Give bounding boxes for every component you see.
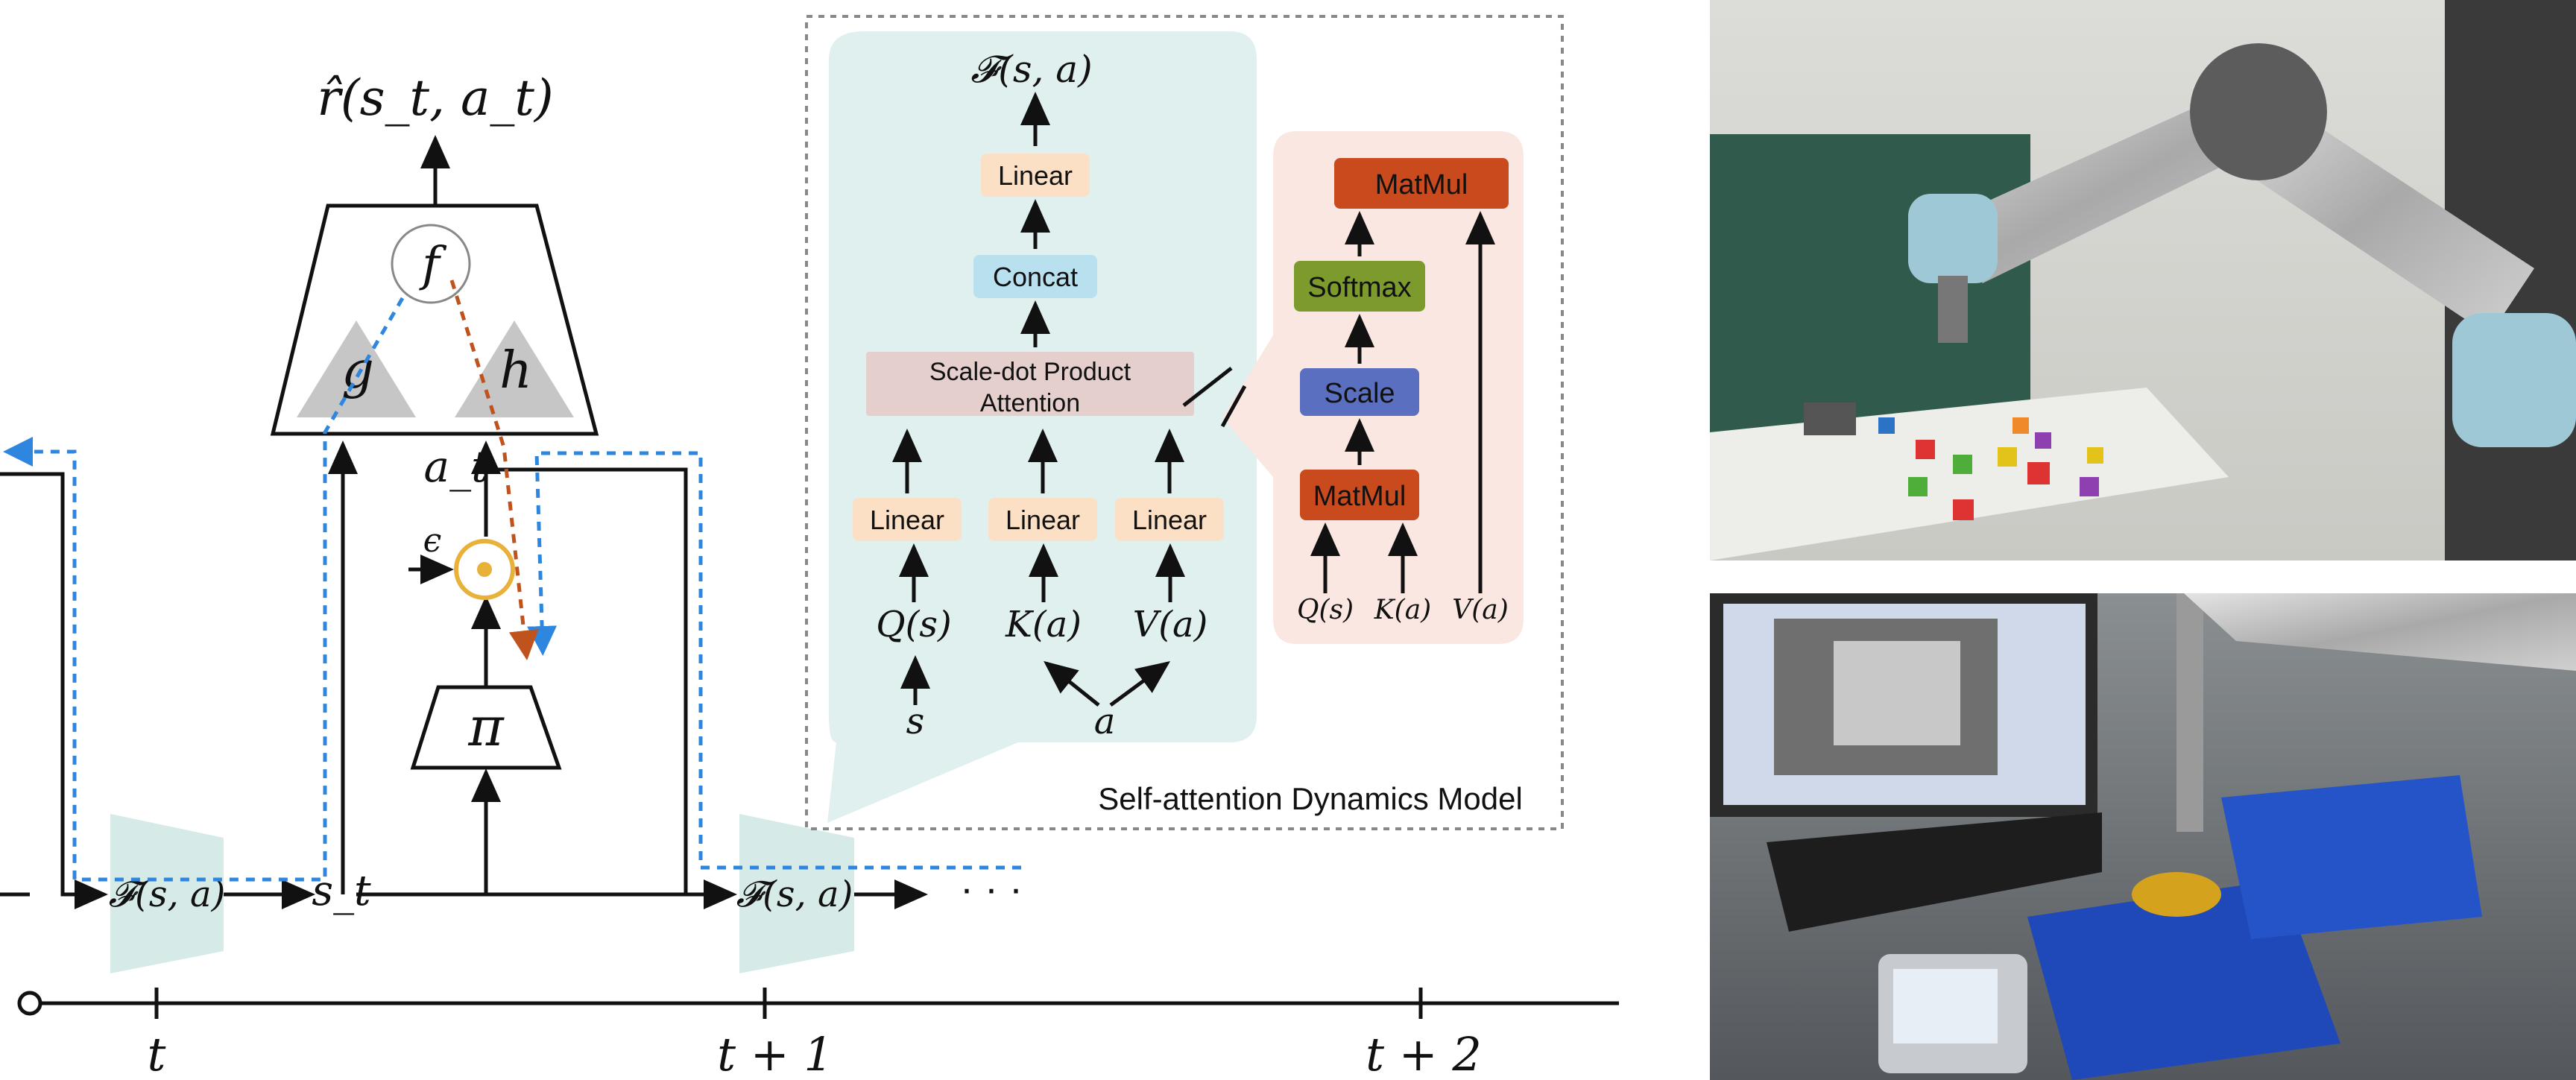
sdpa-label-line2: Attention (980, 389, 1080, 417)
concat-box (973, 255, 1097, 298)
attention-frame (805, 15, 1564, 830)
tick-label-t-plus-1: t + 1 (717, 1027, 833, 1080)
photo-top-block (1878, 417, 1895, 434)
g-network (297, 320, 416, 417)
photo-bottom-pendant-screen (1893, 969, 1998, 1043)
photo-top-block (2087, 447, 2103, 464)
photo-top-gripper-joint (1908, 194, 1998, 283)
policy-label: π (467, 695, 505, 758)
robot-photo-bottom (1710, 593, 2576, 1080)
g-label: g (341, 341, 374, 400)
sdpa-q-label: Q(s) (1297, 595, 1354, 625)
sdpa-k-label: K(a) (1374, 595, 1431, 625)
linear-k-label: Linear (1006, 505, 1080, 535)
v-input-label: V(a) (1133, 604, 1208, 645)
policy-diagram: t t + 1 t + 2 f (0, 69, 1619, 1080)
attention-caption: Self-attention Dynamics Model (1098, 781, 1523, 816)
matmul-top-box (1334, 158, 1509, 209)
h-label: h (499, 341, 532, 400)
linear-top-box (981, 154, 1090, 197)
softmax-box (1294, 261, 1425, 312)
photo-bottom-depth-objects (1834, 641, 1960, 745)
softmax-label: Softmax (1307, 272, 1411, 303)
action-to-bus-line (486, 467, 688, 894)
matmul-top-label: MatMul (1375, 169, 1468, 200)
tick-label-t-plus-2: t + 2 (1366, 1027, 1482, 1080)
matmul-bottom-box (1300, 470, 1419, 520)
sdpa-box (866, 352, 1194, 416)
dynamics-model-block-t-plus-1 (739, 814, 854, 973)
photo-bottom-keyboard (1767, 812, 2102, 932)
photo-top-block (1953, 455, 1972, 474)
linear-v-box (1115, 498, 1224, 541)
a-input-label: a (1094, 701, 1116, 742)
photo-top-block (2035, 432, 2051, 449)
q-input-label: Q(s) (876, 604, 951, 645)
photo-top-block (2012, 417, 2029, 434)
linear-v-label: Linear (1132, 505, 1207, 535)
sdpa-label-line1: Scale-dot Product (929, 358, 1131, 386)
zoom-indicator-diag (1182, 367, 1233, 407)
attention-panel (827, 31, 1257, 823)
linear-top-label: Linear (998, 160, 1073, 191)
reparam-noise-dot (477, 562, 492, 577)
scale-box (1300, 368, 1419, 416)
sdpa-v-label: V(a) (1452, 595, 1509, 625)
linear-k-box (988, 498, 1097, 541)
photo-top-gripper (1938, 276, 1968, 343)
reward-gradient-path (449, 280, 539, 660)
h-network (455, 320, 574, 417)
a-to-v-arrow (1109, 661, 1171, 707)
photo-bottom-picked-object (2132, 872, 2221, 917)
f-node (391, 224, 471, 304)
photo-top-wrist-joint (2452, 313, 2576, 447)
epsilon-label: ϵ (423, 522, 442, 560)
a-to-k-arrow (1044, 660, 1100, 707)
s-input-label: s (906, 701, 925, 742)
attention-detail: 𝓕(s, a) Linear Concat Scale-dot Product … (805, 15, 1564, 830)
photo-bottom-bin-back (2221, 775, 2482, 939)
photo-bottom-arm-tool (2176, 593, 2203, 832)
matmul-bottom-label: MatMul (1313, 481, 1407, 512)
scale-label: Scale (1324, 378, 1395, 409)
photo-top-board (1710, 134, 2030, 455)
tick-label-t: t (148, 1027, 166, 1080)
photo-bottom-arm-link (2184, 593, 2576, 671)
photo-top-block (1916, 440, 1935, 459)
prev-state-connector (0, 472, 108, 909)
photo-top-block (2027, 462, 2050, 484)
action-label: a_t (424, 441, 490, 492)
linear-q-label: Linear (870, 505, 944, 535)
reward-label: r̂(s_t, a_t) (317, 69, 553, 127)
zoom-indicator-line (1220, 385, 1247, 428)
photo-top-block (2080, 477, 2099, 496)
dynamics-model-block-t (110, 814, 224, 973)
photo-top-block (1908, 477, 1928, 496)
attention-output-label: 𝓕(s, a) (970, 48, 1092, 91)
state-label: s_t (312, 867, 371, 915)
linear-q-box (853, 498, 962, 541)
gradient-path-action (527, 451, 1021, 870)
robot-photo-top (1710, 0, 2576, 560)
photo-top-block (1998, 447, 2017, 467)
k-input-label: K(a) (1005, 604, 1082, 645)
photo-top-block (1953, 499, 1974, 520)
ellipsis: · · · (960, 866, 1023, 911)
concat-label: Concat (993, 262, 1078, 292)
photo-top-tool (1804, 402, 1856, 435)
timeline-origin (17, 991, 42, 1016)
timeline: t t + 1 t + 2 (17, 988, 1619, 1080)
policy-network (410, 685, 562, 770)
gradient-path-state (3, 297, 405, 882)
photo-top-elbow-joint (2190, 43, 2327, 180)
model-label-t-plus-1: 𝓕(s, a) (736, 874, 853, 915)
